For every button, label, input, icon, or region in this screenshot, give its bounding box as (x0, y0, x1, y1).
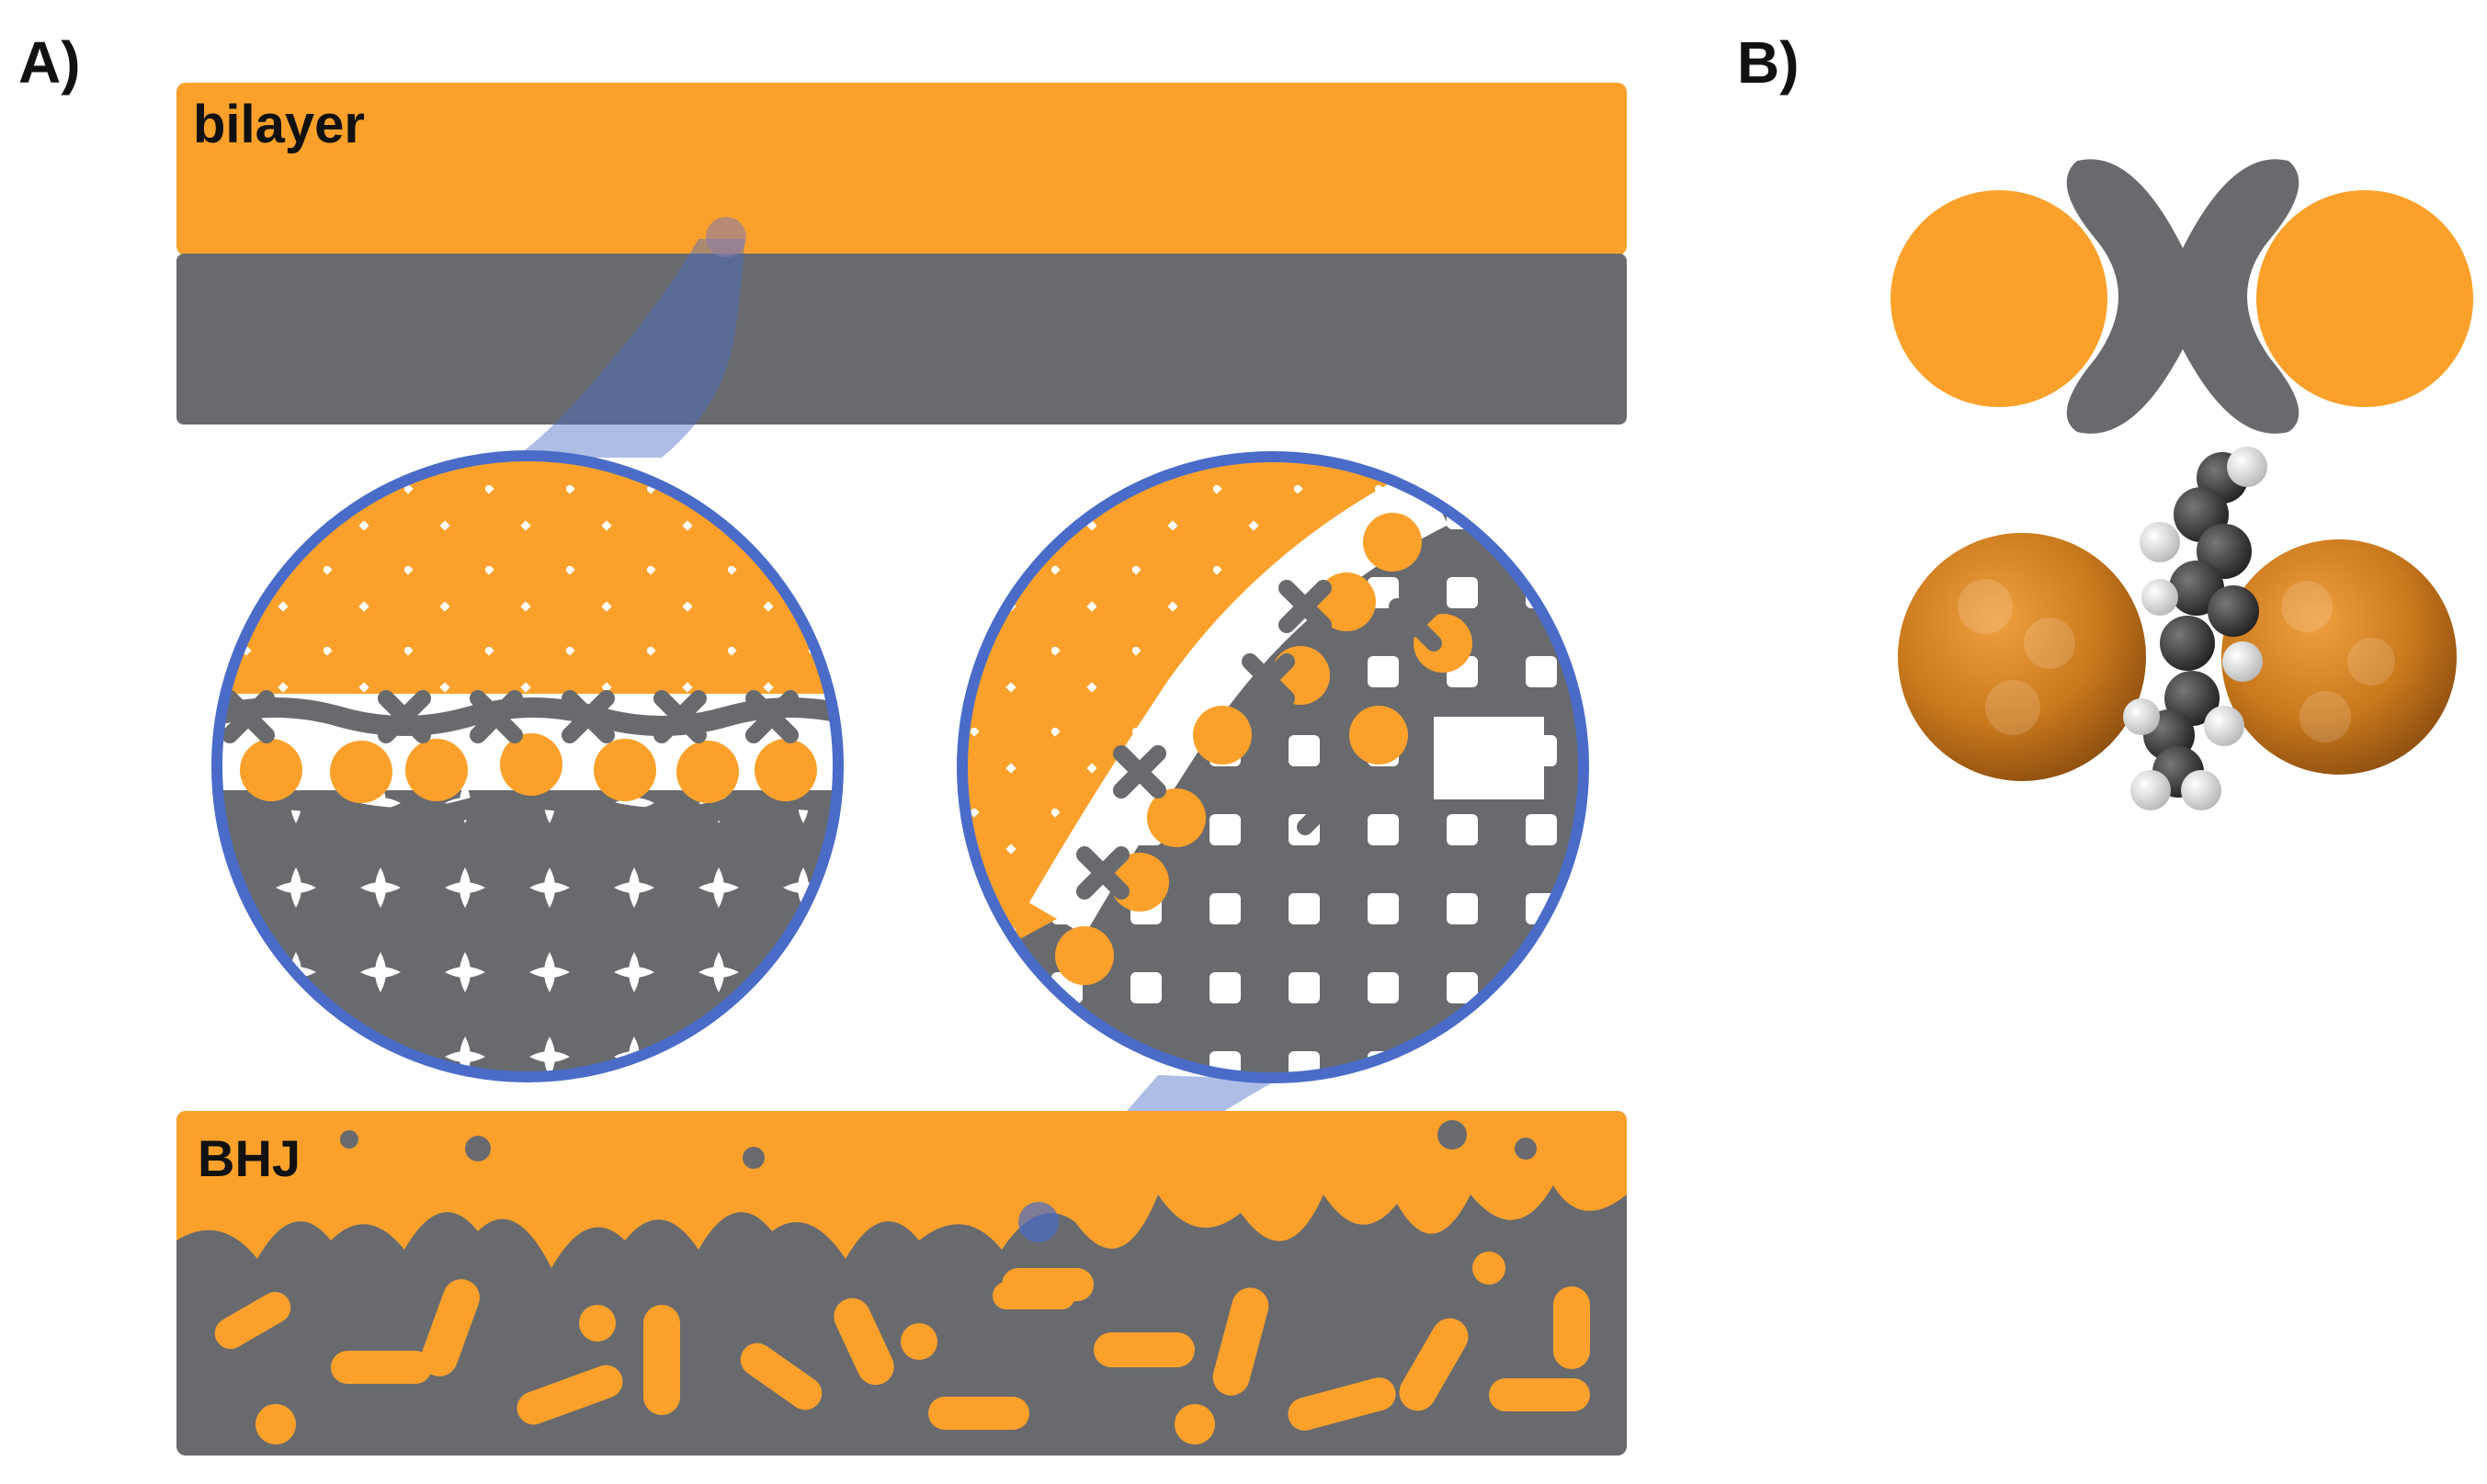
fullerene-right (2221, 539, 2457, 775)
bilayer-donor-layer (176, 254, 1627, 425)
bhj-zoom-origin (1018, 1202, 1059, 1242)
donor-x-molecule (2066, 159, 2300, 434)
space-filling-molecular-model (1898, 447, 2457, 810)
bhj-layer: BHJ (176, 1111, 1627, 1456)
bilayer-zoom-circle (211, 450, 844, 1082)
bilayer-zoom-outline (211, 450, 844, 1082)
bhj-label: BHJ (198, 1129, 301, 1187)
fullerene-left (1898, 533, 2146, 781)
bilayer-zoom-connector (515, 239, 744, 458)
panel-b-label: B) (1737, 29, 1800, 96)
acceptor-sphere-left (1891, 190, 2107, 407)
bilayer-zoom-origin (706, 217, 746, 257)
bhj-zoom-circle (957, 451, 1589, 1083)
bhj-zoom-outline (957, 451, 1589, 1083)
acceptor-sphere-right (2256, 190, 2473, 407)
donor-atoms (2123, 447, 2267, 810)
panel-a-label: A) (18, 29, 81, 96)
schematic-donor-acceptor-complex (1891, 159, 2473, 434)
bilayer-acceptor-layer (176, 83, 1627, 255)
bilayer-label: bilayer (193, 95, 365, 154)
bilayer-layer: bilayer (176, 83, 1627, 425)
